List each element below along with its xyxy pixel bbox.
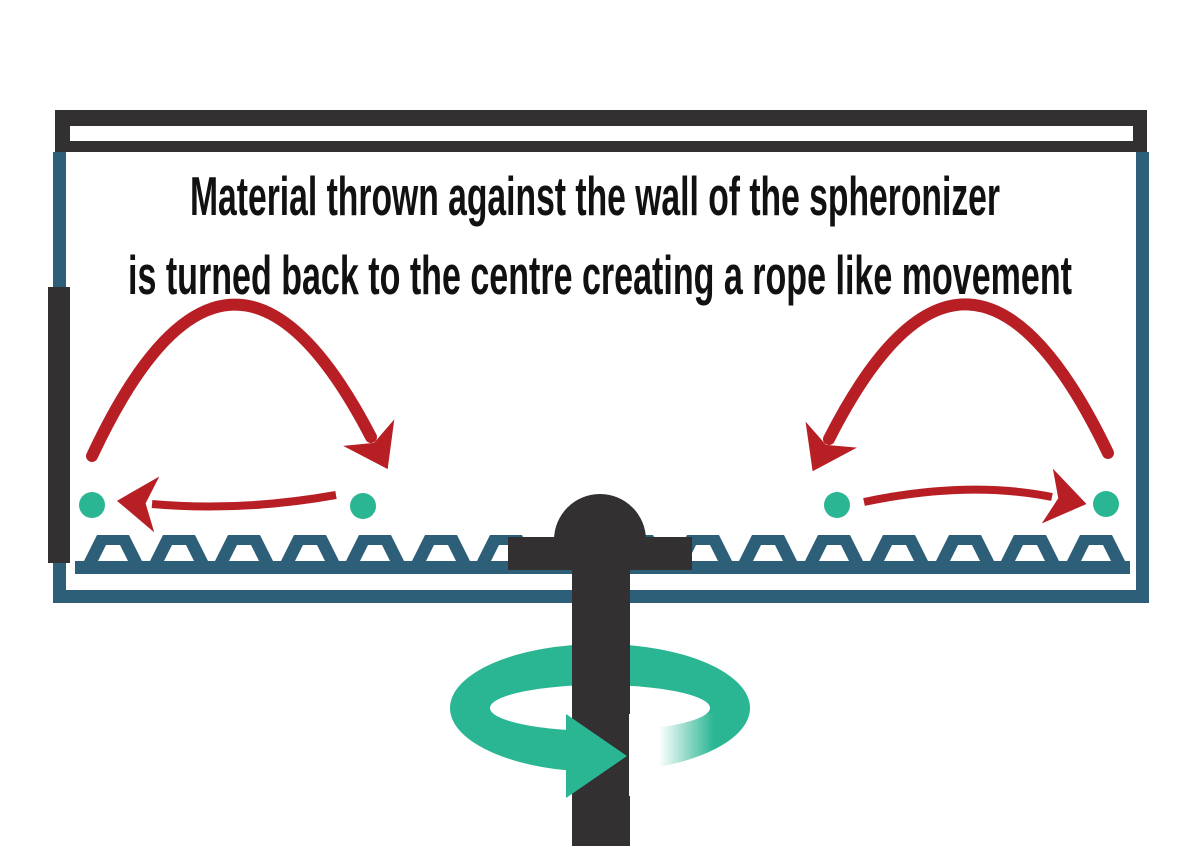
spheronizer-bowl [48,110,1149,603]
plate-tooth [739,535,797,561]
left-wall-dark-segment [48,287,70,563]
drive-assembly [508,494,692,846]
arc-arrow-right [805,298,1114,472]
plate-tooth [215,535,273,561]
rotation-arrow-head [566,714,627,798]
plate-tooth [936,535,994,561]
plate-tooth [150,535,208,561]
bowl-lid-slot [70,126,1133,141]
movement-arrows [86,298,1114,533]
return-arrow-right [863,468,1087,524]
plate-tooth [1067,535,1125,561]
drive-shaft [572,537,630,846]
caption-line-2: is turned back to the centre creating a … [128,244,1072,306]
arc-arrow-left [86,298,395,470]
return-arrow-left [116,476,337,533]
plate-tooth [281,535,339,561]
particle-dot [824,492,850,518]
particle-dot [79,492,105,518]
plate-tooth [870,535,928,561]
plate-tooth [1001,535,1059,561]
plate-tooth [805,535,863,561]
rotation-ring-fade [629,714,714,796]
shaft-dome [554,494,646,540]
bowl-right-wall [1136,152,1149,603]
plate-tooth [346,535,404,561]
plate-tooth [84,535,142,561]
particle-dot [350,493,376,519]
pellet-particles [79,491,1119,519]
caption-line-1: Material thrown against the wall of the … [190,165,1000,227]
particle-dot [1093,491,1119,517]
plate-tooth [412,535,470,561]
